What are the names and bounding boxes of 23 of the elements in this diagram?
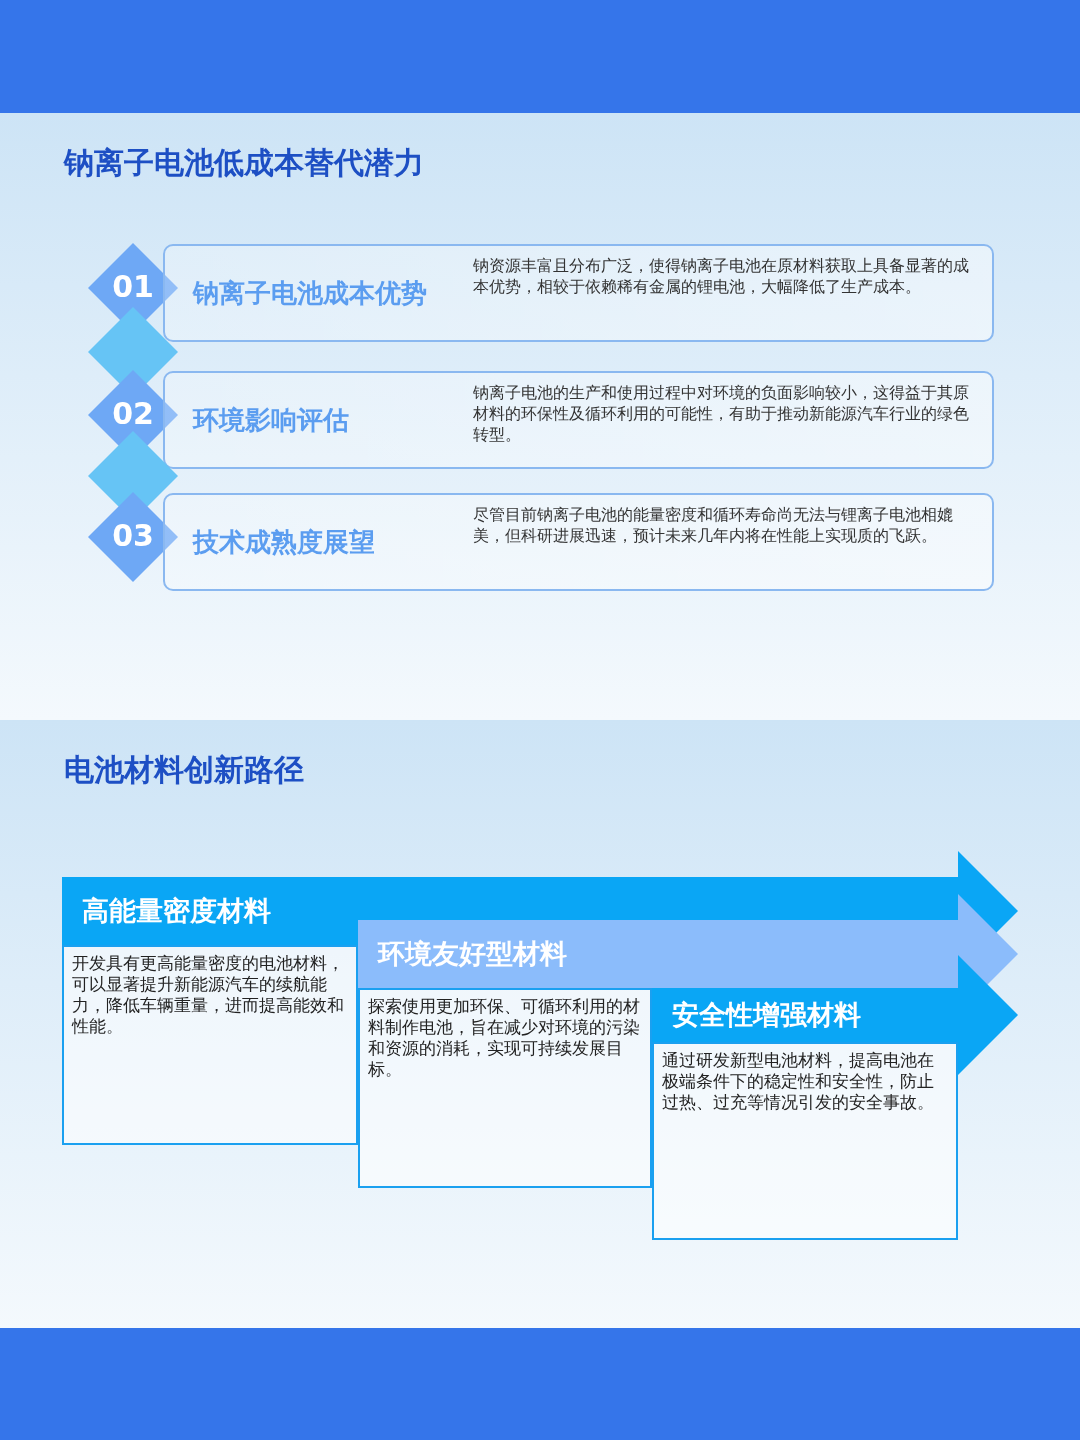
panel-text: 开发具有更高能量密度的电池材料，可以显著提升新能源汽车的续航能力，降低车辆重量，进而提高能效和性能。 bbox=[72, 953, 345, 1037]
card-heading: 环境影响评估 bbox=[193, 404, 349, 437]
card-heading: 技术成熟度展望 bbox=[193, 526, 375, 559]
section-title: 钠离子电池低成本替代潜力 bbox=[64, 144, 424, 182]
text-panel bbox=[652, 1042, 958, 1240]
banner-heading: 高能量密度材料 bbox=[82, 894, 271, 928]
banner-heading: 环境友好型材料 bbox=[378, 937, 567, 971]
text-panel bbox=[62, 945, 358, 1145]
step-number: 01 bbox=[111, 269, 155, 304]
card-text: 钠资源丰富且分布广泛，使得钠离子电池在原材料获取上具备显著的成本优势，相较于依赖稀有金属的锂电池，大幅降低了生产成本。 bbox=[473, 255, 970, 297]
card-text: 钠离子电池的生产和使用过程中对环境的负面影响较小，这得益于其原材料的环保性及循环利用的可能性，有助于推动新能源汽车行业的绿色转型。 bbox=[473, 382, 970, 445]
card-heading: 钠离子电池成本优势 bbox=[193, 277, 427, 310]
panel-text: 探索使用更加环保、可循环利用的材料制作电池，旨在减少对环境的污染和资源的消耗，实现可持续发展目标。 bbox=[368, 996, 640, 1080]
card bbox=[163, 493, 994, 591]
card-text: 尽管目前钠离子电池的能量密度和循环寿命尚无法与锂离子电池相媲美，但科研进展迅速，预计未来几年内将在性能上实现质的飞跃。 bbox=[473, 504, 954, 546]
card bbox=[163, 371, 994, 469]
step-number: 03 bbox=[111, 518, 155, 553]
section-title: 电池材料创新路径 bbox=[64, 751, 304, 789]
step-number: 02 bbox=[111, 396, 155, 431]
banner-heading: 安全性增强材料 bbox=[672, 998, 861, 1032]
text-panel bbox=[358, 988, 652, 1188]
card bbox=[163, 244, 994, 342]
panel-text: 通过研发新型电池材料，提高电池在极端条件下的稳定性和安全性，防止过热、过充等情况引发的安全事故。 bbox=[662, 1050, 935, 1113]
